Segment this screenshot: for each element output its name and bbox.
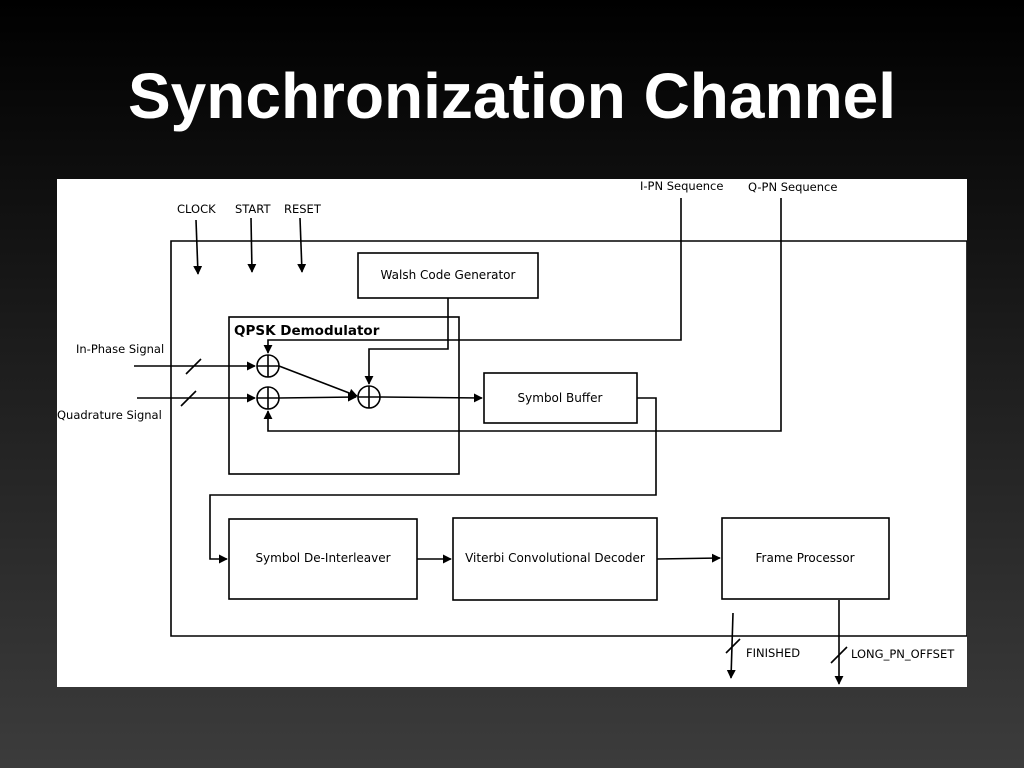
clock-label: CLOCK (177, 202, 216, 216)
q-pn-connector (263, 198, 782, 432)
mixer-q-to-combiner (278, 392, 357, 402)
reset-label: RESET (284, 202, 322, 216)
reset-arrow (297, 217, 307, 273)
walsh-connector (364, 298, 449, 385)
mixer-q-node (256, 386, 280, 410)
long-pn-offset-bus-tick (830, 646, 848, 664)
in-phase-signal-label: In-Phase Signal (76, 342, 164, 356)
finished-bus-tick (725, 638, 741, 654)
block-diagram: CLOCK START RESET I-PN Sequence Q-PN Seq… (57, 179, 967, 685)
system-boundary (170, 240, 967, 637)
walsh-code-generator-label: Walsh Code Generator (381, 268, 516, 282)
i-pn-connector (263, 198, 682, 354)
frame-processor-block (721, 517, 890, 600)
buffer-to-deinterleaver (209, 397, 657, 564)
long-pn-offset-label: LONG_PN_OFFSET (851, 647, 955, 661)
viterbi-decoder-label: Viterbi Convolutional Decoder (465, 551, 645, 565)
mixer-i-to-combiner (278, 365, 358, 398)
qpsk-demodulator-block (228, 316, 460, 475)
combiner-to-buffer (379, 393, 483, 403)
start-arrow (247, 217, 257, 273)
symbol-buffer-label: Symbol Buffer (518, 391, 603, 405)
start-label: START (235, 202, 271, 216)
clock-arrow (193, 219, 203, 275)
diagram-panel: CLOCK START RESET I-PN Sequence Q-PN Seq… (57, 179, 967, 687)
mixer-i-node (256, 354, 280, 378)
i-pn-sequence-label: I-PN Sequence (640, 179, 723, 193)
finished-label: FINISHED (746, 646, 800, 660)
viterbi-to-frame-processor (656, 553, 721, 563)
q-pn-sequence-label: Q-PN Sequence (748, 180, 837, 194)
in-phase-bus-tick (185, 358, 202, 375)
symbol-deinterleaver-label: Symbol De-Interleaver (255, 551, 390, 565)
quadrature-bus-tick (180, 390, 197, 407)
combiner-node (357, 385, 381, 409)
frame-processor-label: Frame Processor (756, 551, 855, 565)
quadrature-signal-label: Quadrature Signal (57, 408, 162, 422)
slide-title: Synchronization Channel (127, 60, 897, 132)
qpsk-demodulator-label: QPSK Demodulator (234, 323, 380, 339)
finished-arrow (726, 612, 736, 679)
